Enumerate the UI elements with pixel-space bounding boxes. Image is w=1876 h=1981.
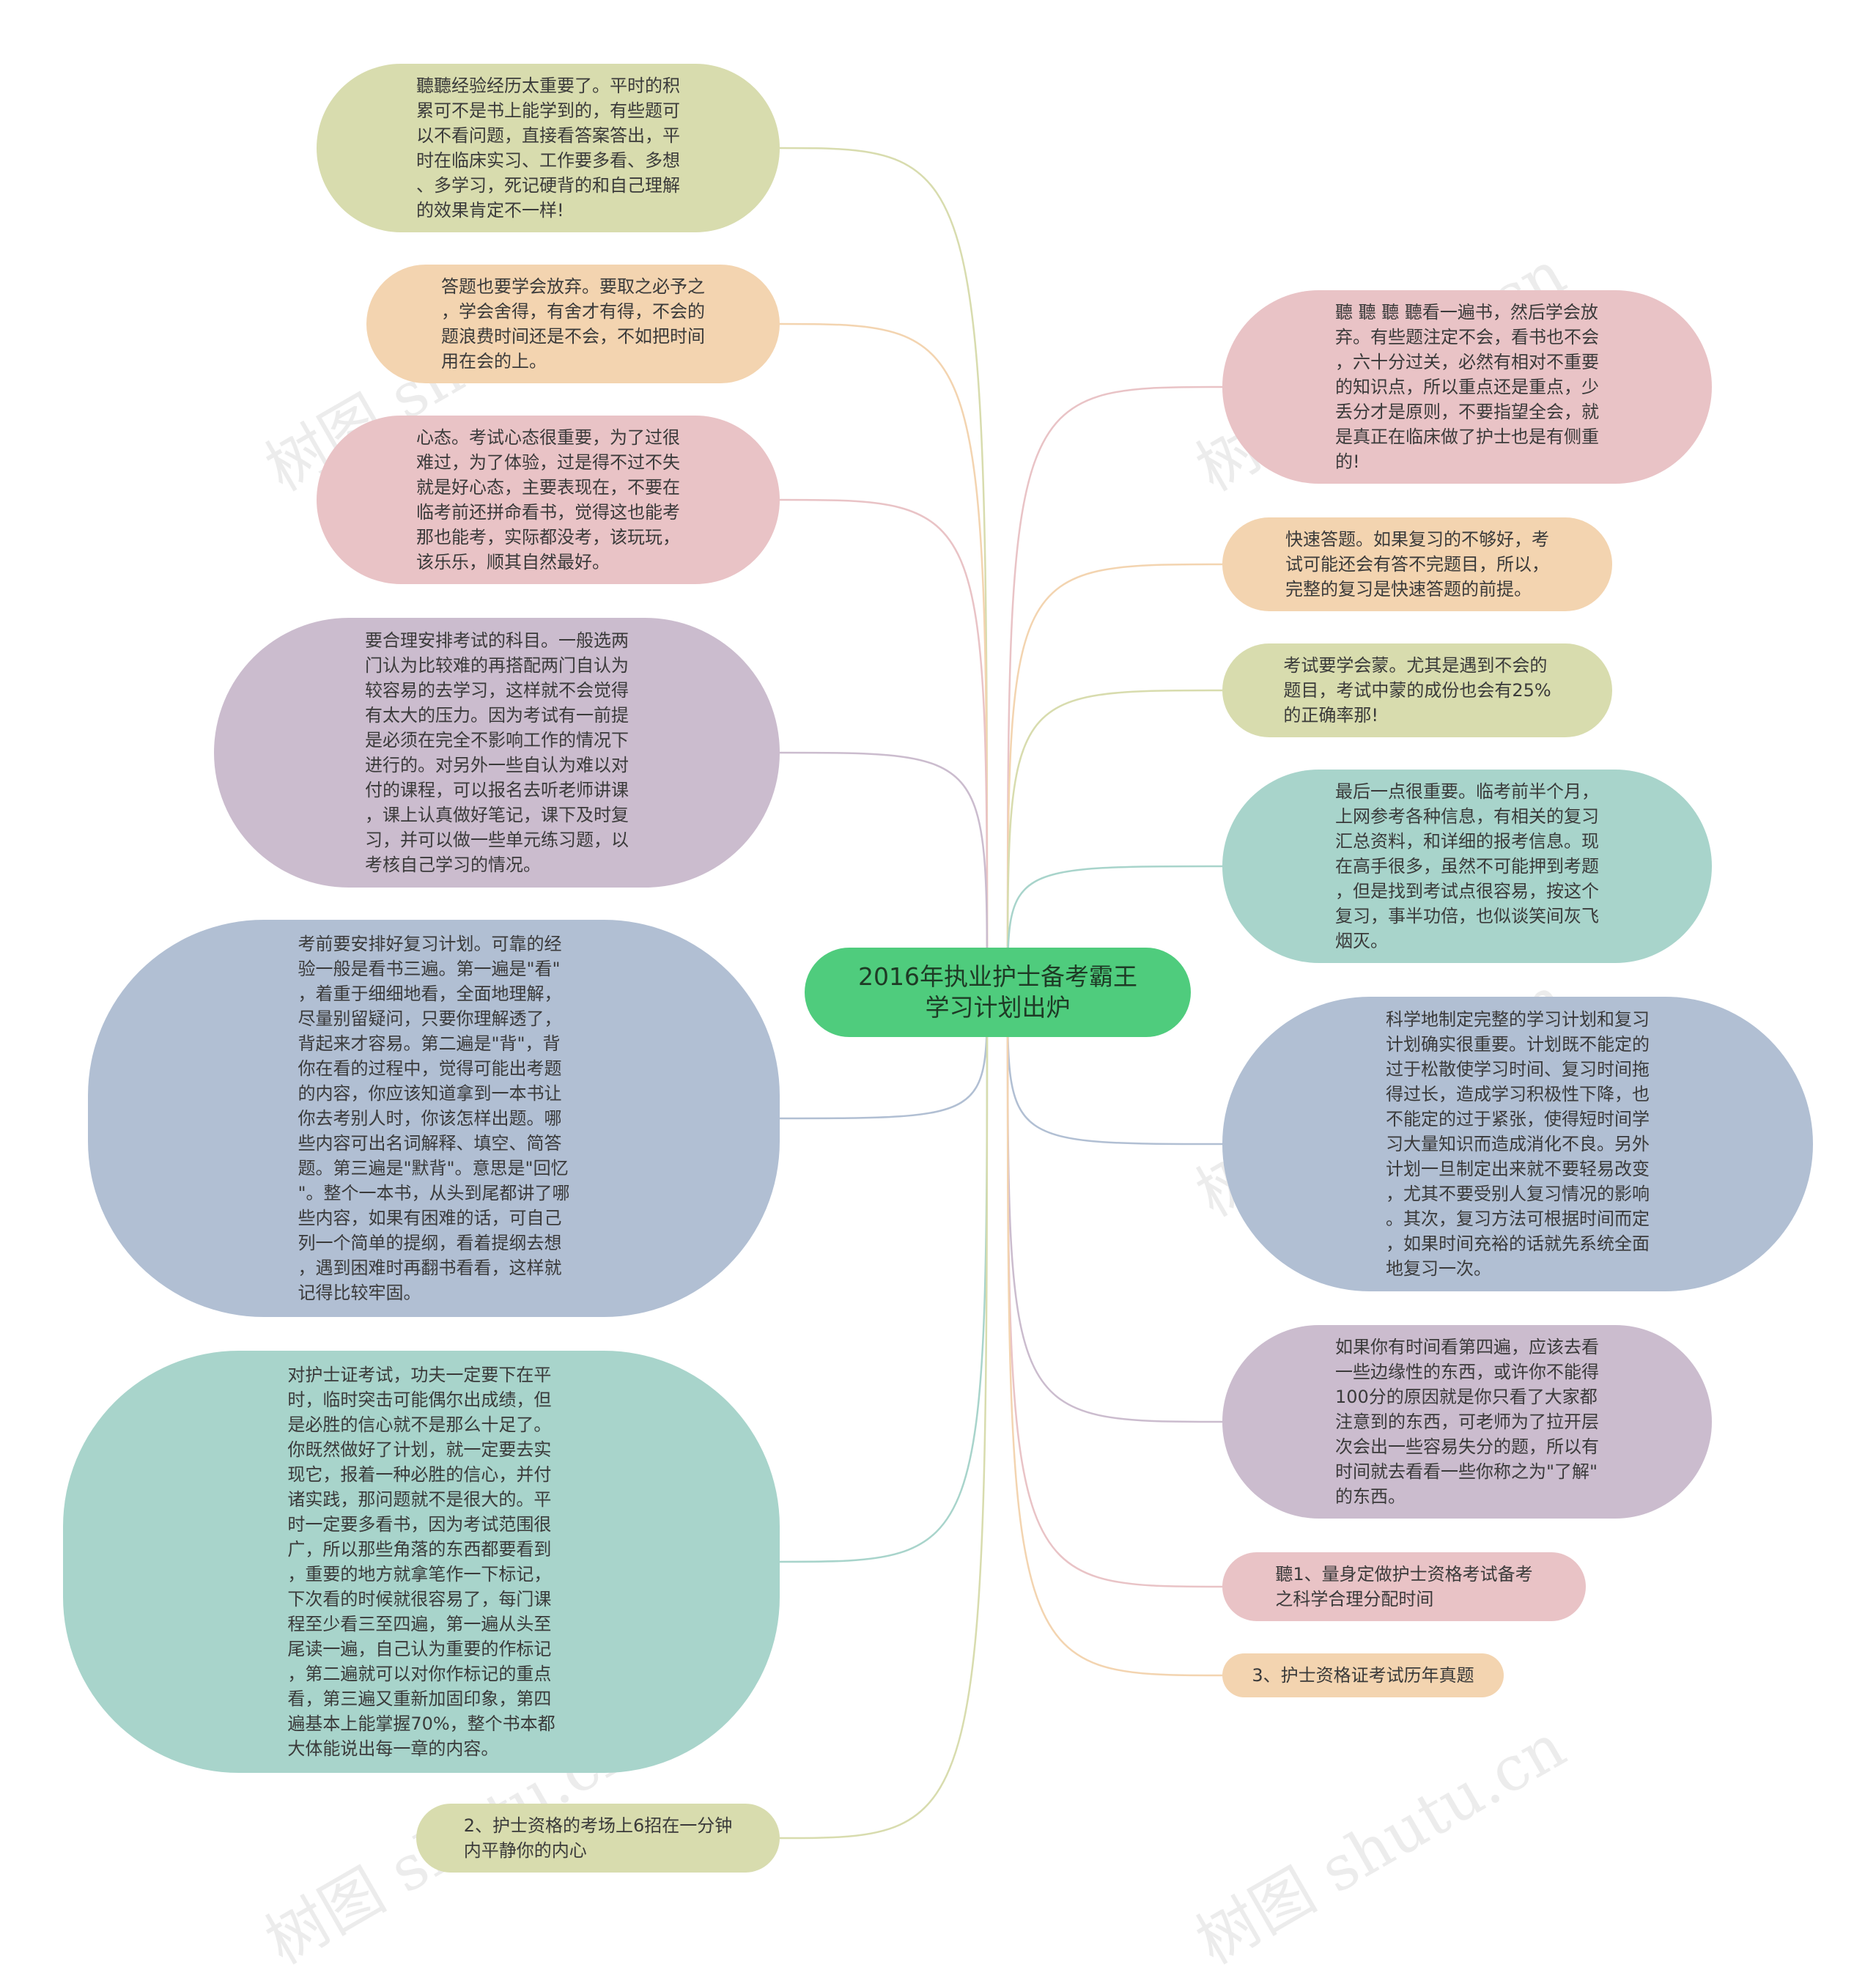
- branch-node-review-plan[interactable]: 考前要安排好复习计划。可靠的经 验一般是看书三遍。第一遍是"看" ，着重于细细地…: [88, 920, 780, 1317]
- connector-line: [779, 498, 989, 992]
- branch-node-final-weeks[interactable]: 最后一点很重要。临考前半个月， 上网参考各种信息，有相关的复习 汇总资料，和详细…: [1222, 770, 1712, 963]
- branch-node-guessing[interactable]: 考试要学会蒙。尤其是遇到不会的 题目，考试中蒙的成份也会有25% 的正确率那!: [1222, 643, 1612, 737]
- connector-line: [1006, 991, 1223, 1677]
- connector-line: [779, 991, 989, 1840]
- branch-node-label: 聽1、量身定做护士资格考试备考 之科学合理分配时间: [1275, 1564, 1533, 1609]
- branch-node-label: 答题也要学会放弃。要取之必予之 ，学会舍得，有舍才有得，不会的 题浪费时间还是不…: [441, 276, 705, 372]
- branch-node-label: 聽 聽 聽 聽看一遍书，然后学会放 弃。有些题注定不会，看书也不会 ，六十分过关…: [1335, 302, 1599, 472]
- branch-node-daily-effort[interactable]: 对护士证考试，功夫一定要下在平 时，临时突击可能偶尔出成绩，但 是必胜的信心就不…: [63, 1351, 780, 1773]
- branch-node-experience[interactable]: 聽聽经验经历太重要了。平时的积 累可不是书上能学到的，有些题可 以不看问题，直接…: [317, 64, 780, 232]
- branch-node-give-up[interactable]: 答题也要学会放弃。要取之必予之 ，学会舍得，有舍才有得，不会的 题浪费时间还是不…: [366, 265, 780, 383]
- connector-line: [1006, 385, 1223, 992]
- connector-line: [779, 751, 989, 992]
- branch-node-calm-tips[interactable]: 2、护士资格的考场上6招在一分钟 内平静你的内心: [416, 1804, 780, 1873]
- connector-line: [779, 991, 989, 1563]
- connector-line: [1006, 991, 1223, 1423]
- branch-node-label: 如果你有时间看第四遍，应该去看 一些边缘性的东西，或许你不能得 100分的原因就…: [1335, 1337, 1599, 1507]
- branch-node-label: 快速答题。如果复习的不够好，考 试可能还会有答不完题目，所以， 完整的复习是快速…: [1285, 529, 1549, 600]
- central-topic-label: 2016年执业护士备考霸王 学习计划出炉: [858, 962, 1137, 1022]
- branch-node-read-once[interactable]: 聽 聽 聽 聽看一遍书，然后学会放 弃。有些题注定不会，看书也不会 ，六十分过关…: [1222, 290, 1712, 484]
- branch-node-fourth-reading[interactable]: 如果你有时间看第四遍，应该去看 一些边缘性的东西，或许你不能得 100分的原因就…: [1222, 1325, 1712, 1519]
- branch-node-time-allocation[interactable]: 聽1、量身定做护士资格考试备考 之科学合理分配时间: [1222, 1552, 1586, 1621]
- connector-line: [779, 147, 989, 992]
- branch-node-label: 2、护士资格的考场上6招在一分钟 内平静你的内心: [463, 1815, 733, 1861]
- branch-node-past-exams[interactable]: 3、护士资格证考试历年真题: [1222, 1653, 1504, 1697]
- branch-node-label: 要合理安排考试的科目。一般选两 门认为比较难的再搭配两门自认为 较容易的去学习，…: [365, 630, 629, 875]
- connector-line: [1006, 689, 1223, 992]
- branch-node-label: 心态。考试心态很重要，为了过很 难过，为了体验，过是得不过不失 就是好心态，主要…: [416, 427, 680, 572]
- connector-lines: [779, 147, 1223, 1840]
- branch-node-mindset[interactable]: 心态。考试心态很重要，为了过很 难过，为了体验，过是得不过不失 就是好心态，主要…: [317, 416, 780, 584]
- connector-line: [779, 322, 989, 992]
- branch-node-label: 考试要学会蒙。尤其是遇到不会的 题目，考试中蒙的成份也会有25% 的正确率那!: [1283, 655, 1551, 726]
- connector-line: [1006, 563, 1223, 992]
- branch-node-label: 考前要安排好复习计划。可靠的经 验一般是看书三遍。第一遍是"看" ，着重于细细地…: [298, 934, 570, 1303]
- branch-node-label: 最后一点很重要。临考前半个月， 上网参考各种信息，有相关的复习 汇总资料，和详细…: [1335, 781, 1599, 951]
- branch-node-label: 对护士证考试，功夫一定要下在平 时，临时突击可能偶尔出成绩，但 是必胜的信心就不…: [287, 1365, 555, 1759]
- branch-node-label: 聽聽经验经历太重要了。平时的积 累可不是书上能学到的，有些题可 以不看问题，直接…: [416, 75, 680, 221]
- branch-node-study-plan[interactable]: 科学地制定完整的学习计划和复习 计划确实很重要。计划既不能定的 过于松散使学习时…: [1222, 997, 1813, 1291]
- branch-node-quick-answer[interactable]: 快速答题。如果复习的不够好，考 试可能还会有答不完题目，所以， 完整的复习是快速…: [1222, 517, 1612, 611]
- connector-line: [1006, 991, 1223, 1588]
- branch-node-label: 科学地制定完整的学习计划和复习 计划确实很重要。计划既不能定的 过于松散使学习时…: [1386, 1009, 1650, 1279]
- connector-line: [1006, 865, 1223, 992]
- central-topic[interactable]: 2016年执业护士备考霸王 学习计划出炉: [805, 948, 1191, 1037]
- branch-node-label: 3、护士资格证考试历年真题: [1252, 1665, 1474, 1686]
- branch-node-subjects[interactable]: 要合理安排考试的科目。一般选两 门认为比较难的再搭配两门自认为 较容易的去学习，…: [214, 618, 780, 888]
